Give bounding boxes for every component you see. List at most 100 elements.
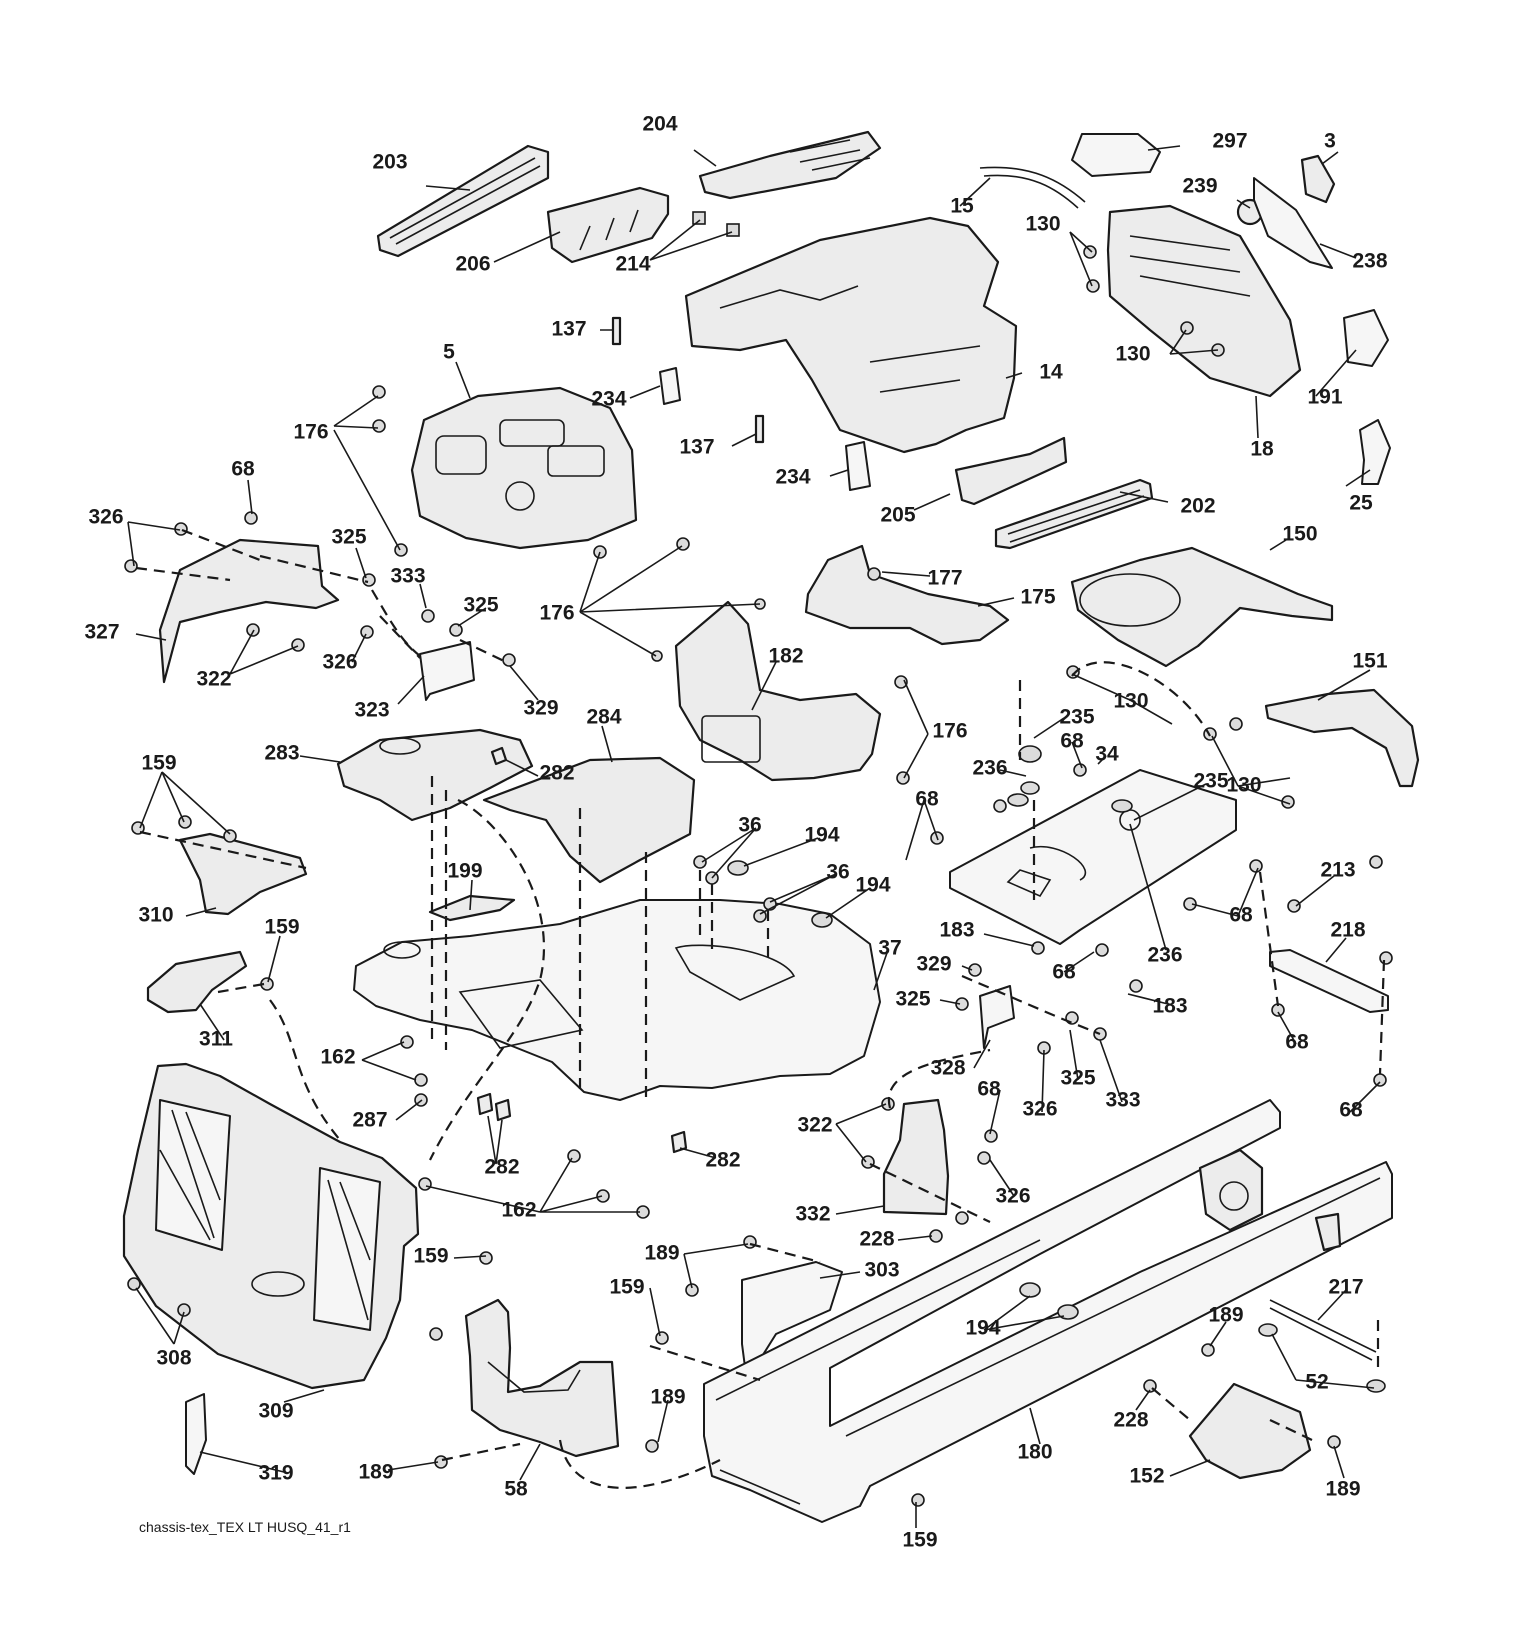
part-3-badge	[1300, 154, 1336, 204]
callout-333: 333	[1105, 1089, 1140, 1112]
callout-235: 235	[1193, 770, 1228, 793]
callout-217: 217	[1328, 1276, 1363, 1299]
callout-37: 37	[878, 937, 901, 960]
callout-68: 68	[1339, 1099, 1363, 1122]
callout-328: 328	[930, 1057, 965, 1080]
callout-311: 311	[199, 1028, 233, 1051]
part-323-bracket	[419, 641, 475, 701]
part-282-clip-b	[476, 1092, 494, 1116]
part-218-bar	[1269, 949, 1389, 1013]
callout-332: 332	[795, 1203, 830, 1226]
part-205-vent	[954, 436, 1068, 506]
part-214-clip-b	[726, 223, 740, 237]
callout-25: 25	[1349, 492, 1373, 515]
callout-68: 68	[915, 788, 939, 811]
part-217-rod	[1269, 1299, 1377, 1361]
part-236-bushing	[1020, 781, 1040, 795]
part-180-frame	[703, 1099, 1393, 1523]
callout-327: 327	[84, 621, 119, 644]
callout-176: 176	[293, 421, 328, 444]
part-52-washer-b	[1366, 1379, 1386, 1393]
part-194-nut-a	[727, 860, 749, 876]
callout-228: 228	[1113, 1409, 1148, 1432]
callout-194: 194	[804, 824, 839, 847]
callout-68: 68	[977, 1078, 1001, 1101]
part-214-clip-a	[692, 211, 706, 225]
part-58-bracket	[464, 1298, 620, 1458]
callout-159: 159	[609, 1276, 644, 1299]
callout-218: 218	[1330, 919, 1365, 942]
callout-213: 213	[1320, 859, 1355, 882]
callout-189: 189	[644, 1242, 679, 1265]
callout-5: 5	[443, 341, 455, 364]
callout-176: 176	[539, 602, 574, 625]
part-151-bracket	[1264, 688, 1420, 788]
callout-236: 236	[1147, 944, 1182, 967]
callout-282: 282	[539, 762, 574, 785]
part-152-shield	[1188, 1382, 1312, 1480]
callout-322: 322	[196, 668, 231, 691]
callout-309: 309	[258, 1400, 293, 1423]
callout-137: 137	[679, 436, 714, 459]
callout-177: 177	[927, 567, 962, 590]
part-52-washer-a	[1258, 1323, 1278, 1337]
part-5-dash	[410, 386, 638, 550]
callout-325: 325	[895, 988, 930, 1011]
callout-182: 182	[768, 645, 803, 668]
callout-162: 162	[501, 1199, 536, 1222]
part-137-b	[754, 414, 765, 444]
callout-283: 283	[264, 742, 299, 765]
callout-214: 214	[615, 253, 650, 276]
callout-183: 183	[939, 919, 974, 942]
callout-68: 68	[1052, 961, 1076, 984]
part-137-a	[611, 316, 622, 346]
part-199-plate	[428, 894, 516, 922]
callout-282: 282	[484, 1156, 519, 1179]
callout-151: 151	[1352, 650, 1387, 673]
callout-189: 189	[358, 1461, 393, 1484]
part-202-grille	[994, 478, 1154, 550]
part-14-hood	[684, 216, 1018, 454]
callout-287: 287	[352, 1109, 387, 1132]
part-303-bracket	[741, 1261, 843, 1391]
callout-236: 236	[972, 757, 1007, 780]
part-204-vent	[698, 130, 882, 200]
callout-308: 308	[156, 1347, 191, 1370]
part-282-clip-a	[490, 746, 508, 766]
callout-159: 159	[264, 916, 299, 939]
part-319-tab	[185, 1393, 207, 1475]
callout-68: 68	[1285, 1031, 1309, 1054]
callout-189: 189	[1208, 1304, 1243, 1327]
callout-204: 204	[642, 113, 677, 136]
diagram-caption: chassis-tex_TEX LT HUSQ_41_r1	[139, 1519, 351, 1535]
callout-152: 152	[1129, 1465, 1164, 1488]
callout-180: 180	[1017, 1441, 1052, 1464]
part-332-shield	[882, 1098, 950, 1216]
callout-234: 234	[591, 388, 626, 411]
callout-162: 162	[320, 1046, 355, 1069]
callout-191: 191	[1307, 386, 1342, 409]
part-194-nut-c	[1019, 1282, 1041, 1298]
callout-159: 159	[141, 752, 176, 775]
callout-333: 333	[390, 565, 425, 588]
leader-lines	[127, 145, 1381, 1528]
callout-325: 325	[1060, 1067, 1095, 1090]
callout-194: 194	[855, 874, 890, 897]
callout-228: 228	[859, 1228, 894, 1251]
callout-130: 130	[1115, 343, 1150, 366]
callout-130: 130	[1025, 213, 1060, 236]
callout-58: 58	[504, 1478, 528, 1501]
part-234-b	[845, 441, 871, 491]
callout-325: 325	[463, 594, 498, 617]
callout-68: 68	[1060, 730, 1084, 753]
part-18-nose	[1106, 204, 1302, 398]
callout-239: 239	[1182, 175, 1217, 198]
callout-36: 36	[738, 814, 761, 837]
part-284-seat	[482, 756, 696, 884]
callout-15: 15	[950, 195, 974, 218]
part-191-cap	[1343, 309, 1389, 367]
callout-297: 297	[1212, 130, 1247, 153]
callout-282: 282	[705, 1149, 740, 1172]
